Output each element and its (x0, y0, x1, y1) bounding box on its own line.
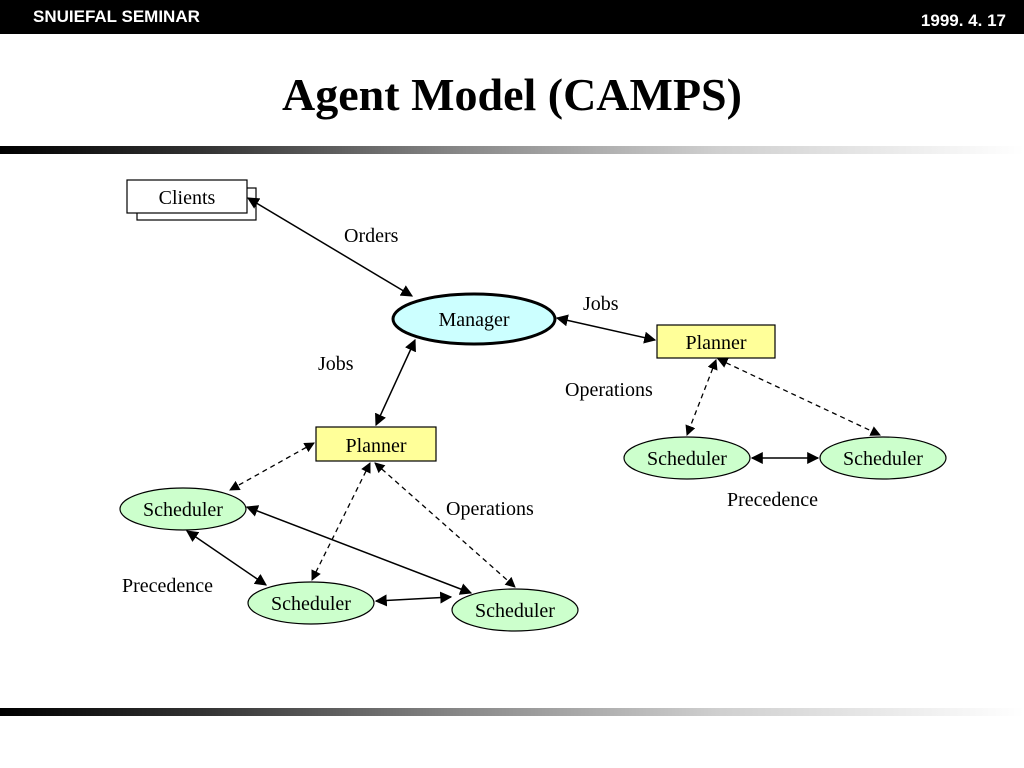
manager-label: Manager (438, 309, 509, 331)
edge-manager-planner-right (555, 314, 657, 344)
precedence-right-label: Precedence (727, 489, 818, 511)
top-rule (0, 146, 1024, 154)
edge-planner-left-scheduler-b (311, 462, 371, 581)
edge-precedence-left-b (245, 505, 473, 595)
clients-node: Clients (126, 179, 257, 221)
jobs-top-label: Jobs (583, 293, 619, 315)
jobs-left-label: Jobs (318, 353, 354, 375)
planner-right-node: Planner (656, 324, 776, 359)
scheduler-node: Scheduler (119, 487, 247, 531)
clients-label: Clients (159, 187, 216, 209)
scheduler-node: Scheduler (623, 436, 751, 480)
scheduler-node: Scheduler (819, 436, 947, 480)
seminar-name: SNUIEFAL SEMINAR (33, 7, 200, 26)
edge-planner-left-scheduler-c (374, 462, 516, 588)
operations-left-label: Operations (446, 498, 534, 520)
edge-planner-right-scheduler-a (685, 359, 718, 436)
manager-node: Manager (391, 292, 557, 346)
scheduler-label: Scheduler (843, 448, 923, 470)
planner-right-label: Planner (685, 332, 746, 354)
scheduler-label: Scheduler (475, 600, 555, 622)
edge-manager-planner-left (375, 338, 416, 427)
scheduler-label: Scheduler (143, 499, 223, 521)
scheduler-label: Scheduler (647, 448, 727, 470)
planner-left-node: Planner (315, 426, 437, 462)
operations-right-label: Operations (565, 379, 653, 401)
precedence-left-label: Precedence (122, 575, 213, 597)
edge-planner-left-scheduler-a (229, 442, 315, 491)
header-bar: SNUIEFAL SEMINAR 1999. 4. 17 (0, 0, 1024, 34)
edge-clients-manager (246, 197, 414, 297)
slide-title: Agent Model (CAMPS) (282, 69, 742, 120)
scheduler-node: Scheduler (451, 588, 579, 632)
planner-left-label: Planner (345, 435, 406, 457)
date: 1999. 4. 17 (920, 11, 1006, 30)
orders-label: Orders (344, 225, 399, 247)
scheduler-label: Scheduler (271, 593, 351, 615)
edge-planner-right-scheduler-b (717, 358, 881, 436)
edge-precedence-left-c (374, 591, 453, 607)
bottom-rule (0, 708, 1024, 716)
scheduler-node: Scheduler (247, 581, 375, 625)
